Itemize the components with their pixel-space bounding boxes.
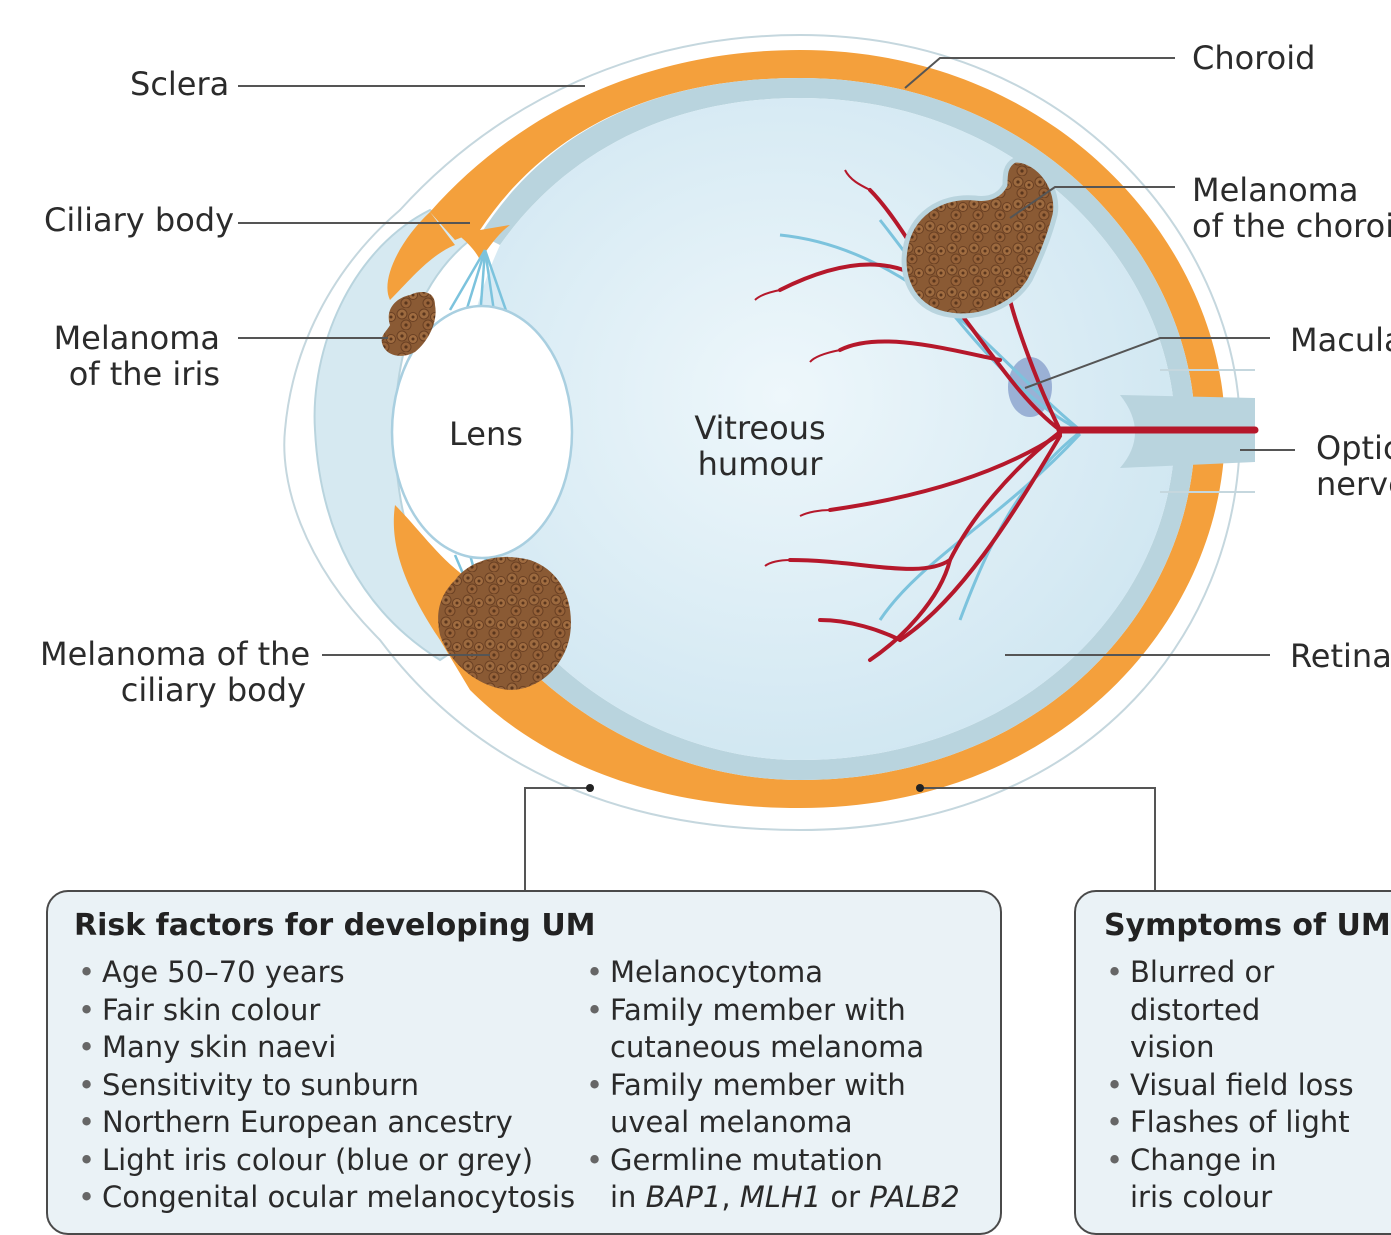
label-sclera: Sclera <box>130 66 229 102</box>
list-item-continuation: vision <box>1104 1029 1354 1067</box>
list-item: Fair skin colour <box>76 992 575 1030</box>
list-item-continuation: uveal melanoma <box>584 1104 960 1142</box>
list-item-continuation: distorted <box>1104 992 1354 1030</box>
symptoms-box: Symptoms of UM Blurred or distorted visi… <box>1074 890 1391 1235</box>
label-ciliary-body: Ciliary body <box>44 202 234 238</box>
list-item: Visual field loss <box>1104 1067 1354 1105</box>
list-item: Germline mutation <box>584 1142 960 1180</box>
risk-factors-left-list: Age 50–70 years Fair skin colour Many sk… <box>76 954 575 1217</box>
label-melanoma-choroid-line1: Melanoma <box>1192 172 1391 208</box>
list-item: Light iris colour (blue or grey) <box>76 1142 575 1180</box>
list-item: Many skin naevi <box>76 1029 575 1067</box>
gene-bap1: BAP1 <box>646 1180 722 1214</box>
list-item: Northern European ancestry <box>76 1104 575 1142</box>
symptoms-title: Symptoms of UM <box>1104 908 1391 943</box>
list-item-continuation: cutaneous melanoma <box>584 1029 960 1067</box>
label-melanoma-choroid: Melanoma of the choroid <box>1192 172 1391 244</box>
label-melanoma-ciliary-body: Melanoma of the ciliary body <box>40 636 306 708</box>
risk-factors-right-list: Melanocytoma Family member with cutaneou… <box>584 954 960 1217</box>
label-melanoma-iris-line1: Melanoma <box>40 320 220 356</box>
list-item: Blurred or <box>1104 954 1354 992</box>
list-item-continuation: iris colour <box>1104 1179 1354 1217</box>
label-melanoma-ciliary-line2: ciliary body <box>40 672 306 708</box>
gene-prefix: in <box>610 1180 646 1214</box>
list-item: Melanocytoma <box>584 954 960 992</box>
label-optic-line2: nerve <box>1316 466 1391 502</box>
gene-separator: , <box>721 1180 739 1214</box>
label-melanoma-ciliary-line1: Melanoma of the <box>40 636 306 672</box>
list-item: Age 50–70 years <box>76 954 575 992</box>
label-optic-nerve: Optic nerve <box>1316 430 1391 502</box>
label-macula: Macula <box>1290 322 1391 358</box>
label-melanoma-iris: Melanoma of the iris <box>40 320 220 392</box>
label-vitreous-humour: Vitreous humour <box>680 410 840 482</box>
list-item: Change in <box>1104 1142 1354 1180</box>
label-vitreous-line2: humour <box>680 446 840 482</box>
risk-factors-title: Risk factors for developing UM <box>74 908 596 943</box>
gene-mlh1: MLH1 <box>740 1180 821 1214</box>
gene-or: or <box>821 1180 869 1214</box>
label-optic-line1: Optic <box>1316 430 1391 466</box>
label-vitreous-line1: Vitreous <box>680 410 840 446</box>
label-choroid: Choroid <box>1192 40 1315 76</box>
list-item: Congenital ocular melanocytosis <box>76 1179 575 1217</box>
list-item: Family member with <box>584 992 960 1030</box>
label-melanoma-iris-line2: of the iris <box>40 356 220 392</box>
gene-palb2: PALB2 <box>869 1180 959 1214</box>
label-melanoma-choroid-line2: of the choroid <box>1192 208 1391 244</box>
symptoms-list: Blurred or distorted vision Visual field… <box>1104 954 1354 1217</box>
list-item: Family member with <box>584 1067 960 1105</box>
list-item: Flashes of light <box>1104 1104 1354 1142</box>
risk-factors-box: Risk factors for developing UM Age 50–70… <box>46 890 1002 1235</box>
label-lens: Lens <box>449 416 523 452</box>
label-retina: Retina <box>1290 638 1391 674</box>
list-item-gene-line: in BAP1, MLH1 or PALB2 <box>584 1179 960 1217</box>
list-item: Sensitivity to sunburn <box>76 1067 575 1105</box>
